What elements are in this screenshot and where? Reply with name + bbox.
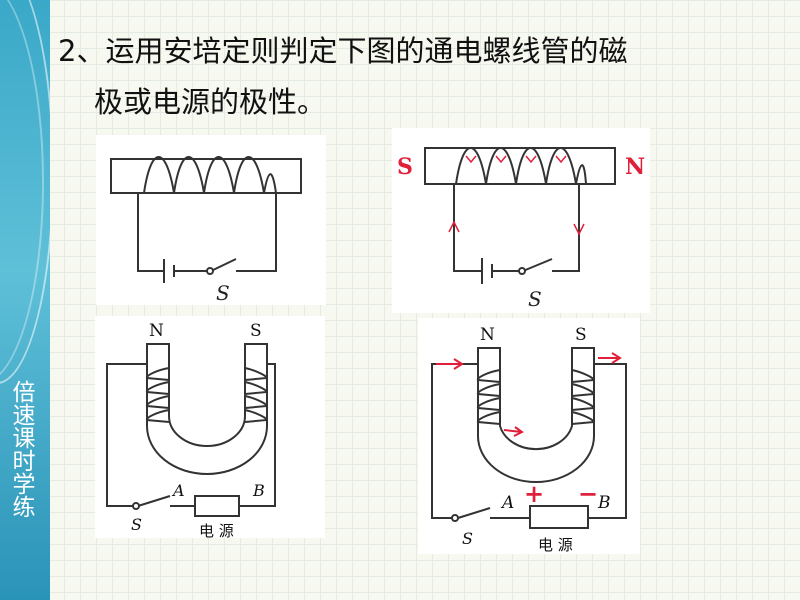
switch-label: S: [528, 287, 542, 311]
power-source-label: 电 源: [199, 522, 234, 538]
question-title: 2、运用安培定则判定下图的通电螺线管的磁 极或电源的极性。: [58, 26, 778, 128]
left-pole-label: N: [480, 325, 495, 345]
terminal-a-label: A: [171, 481, 185, 500]
diagram-u-magnet-1: N S A B S 电 源: [95, 316, 325, 540]
left-pole-label: S: [397, 154, 413, 180]
terminal-b-label: B: [252, 481, 265, 500]
left-pole-label: N: [149, 321, 164, 341]
minus-sign: −: [578, 479, 598, 508]
switch-label: S: [216, 281, 230, 305]
right-pole-label: N: [625, 154, 645, 180]
diagram-u-magnet-2: N S A B + − S 电 源: [418, 318, 640, 554]
question-line-2: 极或电源的极性。: [94, 85, 327, 119]
right-pole-label: S: [250, 321, 262, 341]
power-source-label: 电 源: [538, 536, 573, 554]
switch-label: S: [462, 529, 473, 548]
right-pole-label: S: [575, 325, 587, 345]
terminal-a-label: A: [500, 493, 514, 513]
plus-sign: +: [524, 479, 544, 508]
switch-label: S: [131, 515, 142, 534]
diagram-solenoid-2: S N S: [392, 128, 650, 313]
question-line-1: 2、运用安培定则判定下图的通电螺线管的磁: [58, 34, 628, 68]
sidebar-label: 倍速课时学练: [8, 380, 34, 518]
diagram-solenoid-1: S: [96, 135, 326, 305]
sidebar: 倍速课时学练: [0, 0, 50, 600]
terminal-b-label: B: [597, 493, 611, 513]
